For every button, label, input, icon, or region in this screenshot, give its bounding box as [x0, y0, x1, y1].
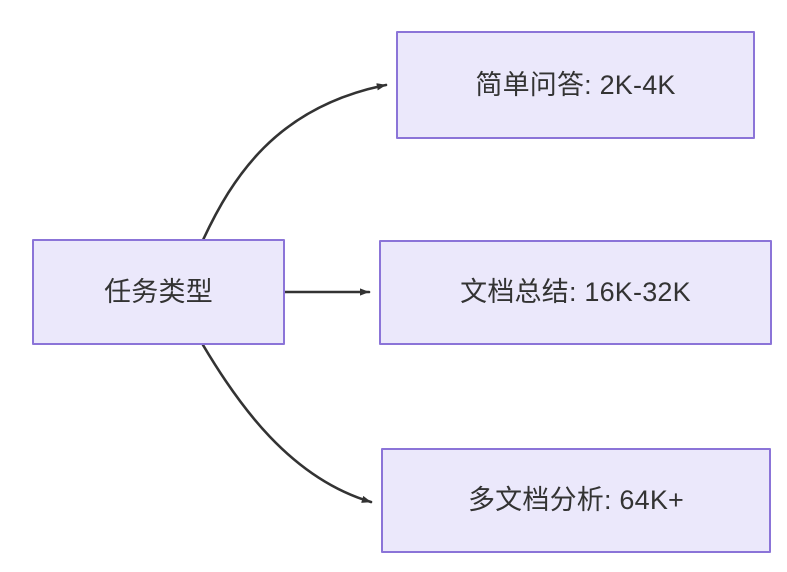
edge-task-type-to-simple-qa	[201, 83, 388, 242]
node-task-type-label: 任务类型	[104, 276, 213, 307]
node-multi-doc-analysis[interactable]: 多文档分析: 64K+	[381, 448, 771, 553]
node-task-type[interactable]: 任务类型	[32, 239, 285, 345]
edge-task-type-to-multi-doc-analysis	[201, 343, 373, 504]
node-doc-summary-label: 文档总结: 16K-32K	[460, 277, 691, 308]
node-doc-summary[interactable]: 文档总结: 16K-32K	[379, 240, 772, 345]
node-simple-qa[interactable]: 简单问答: 2K-4K	[396, 31, 755, 139]
node-multi-doc-analysis-label: 多文档分析: 64K+	[467, 485, 684, 516]
node-simple-qa-label: 简单问答: 2K-4K	[475, 69, 676, 100]
